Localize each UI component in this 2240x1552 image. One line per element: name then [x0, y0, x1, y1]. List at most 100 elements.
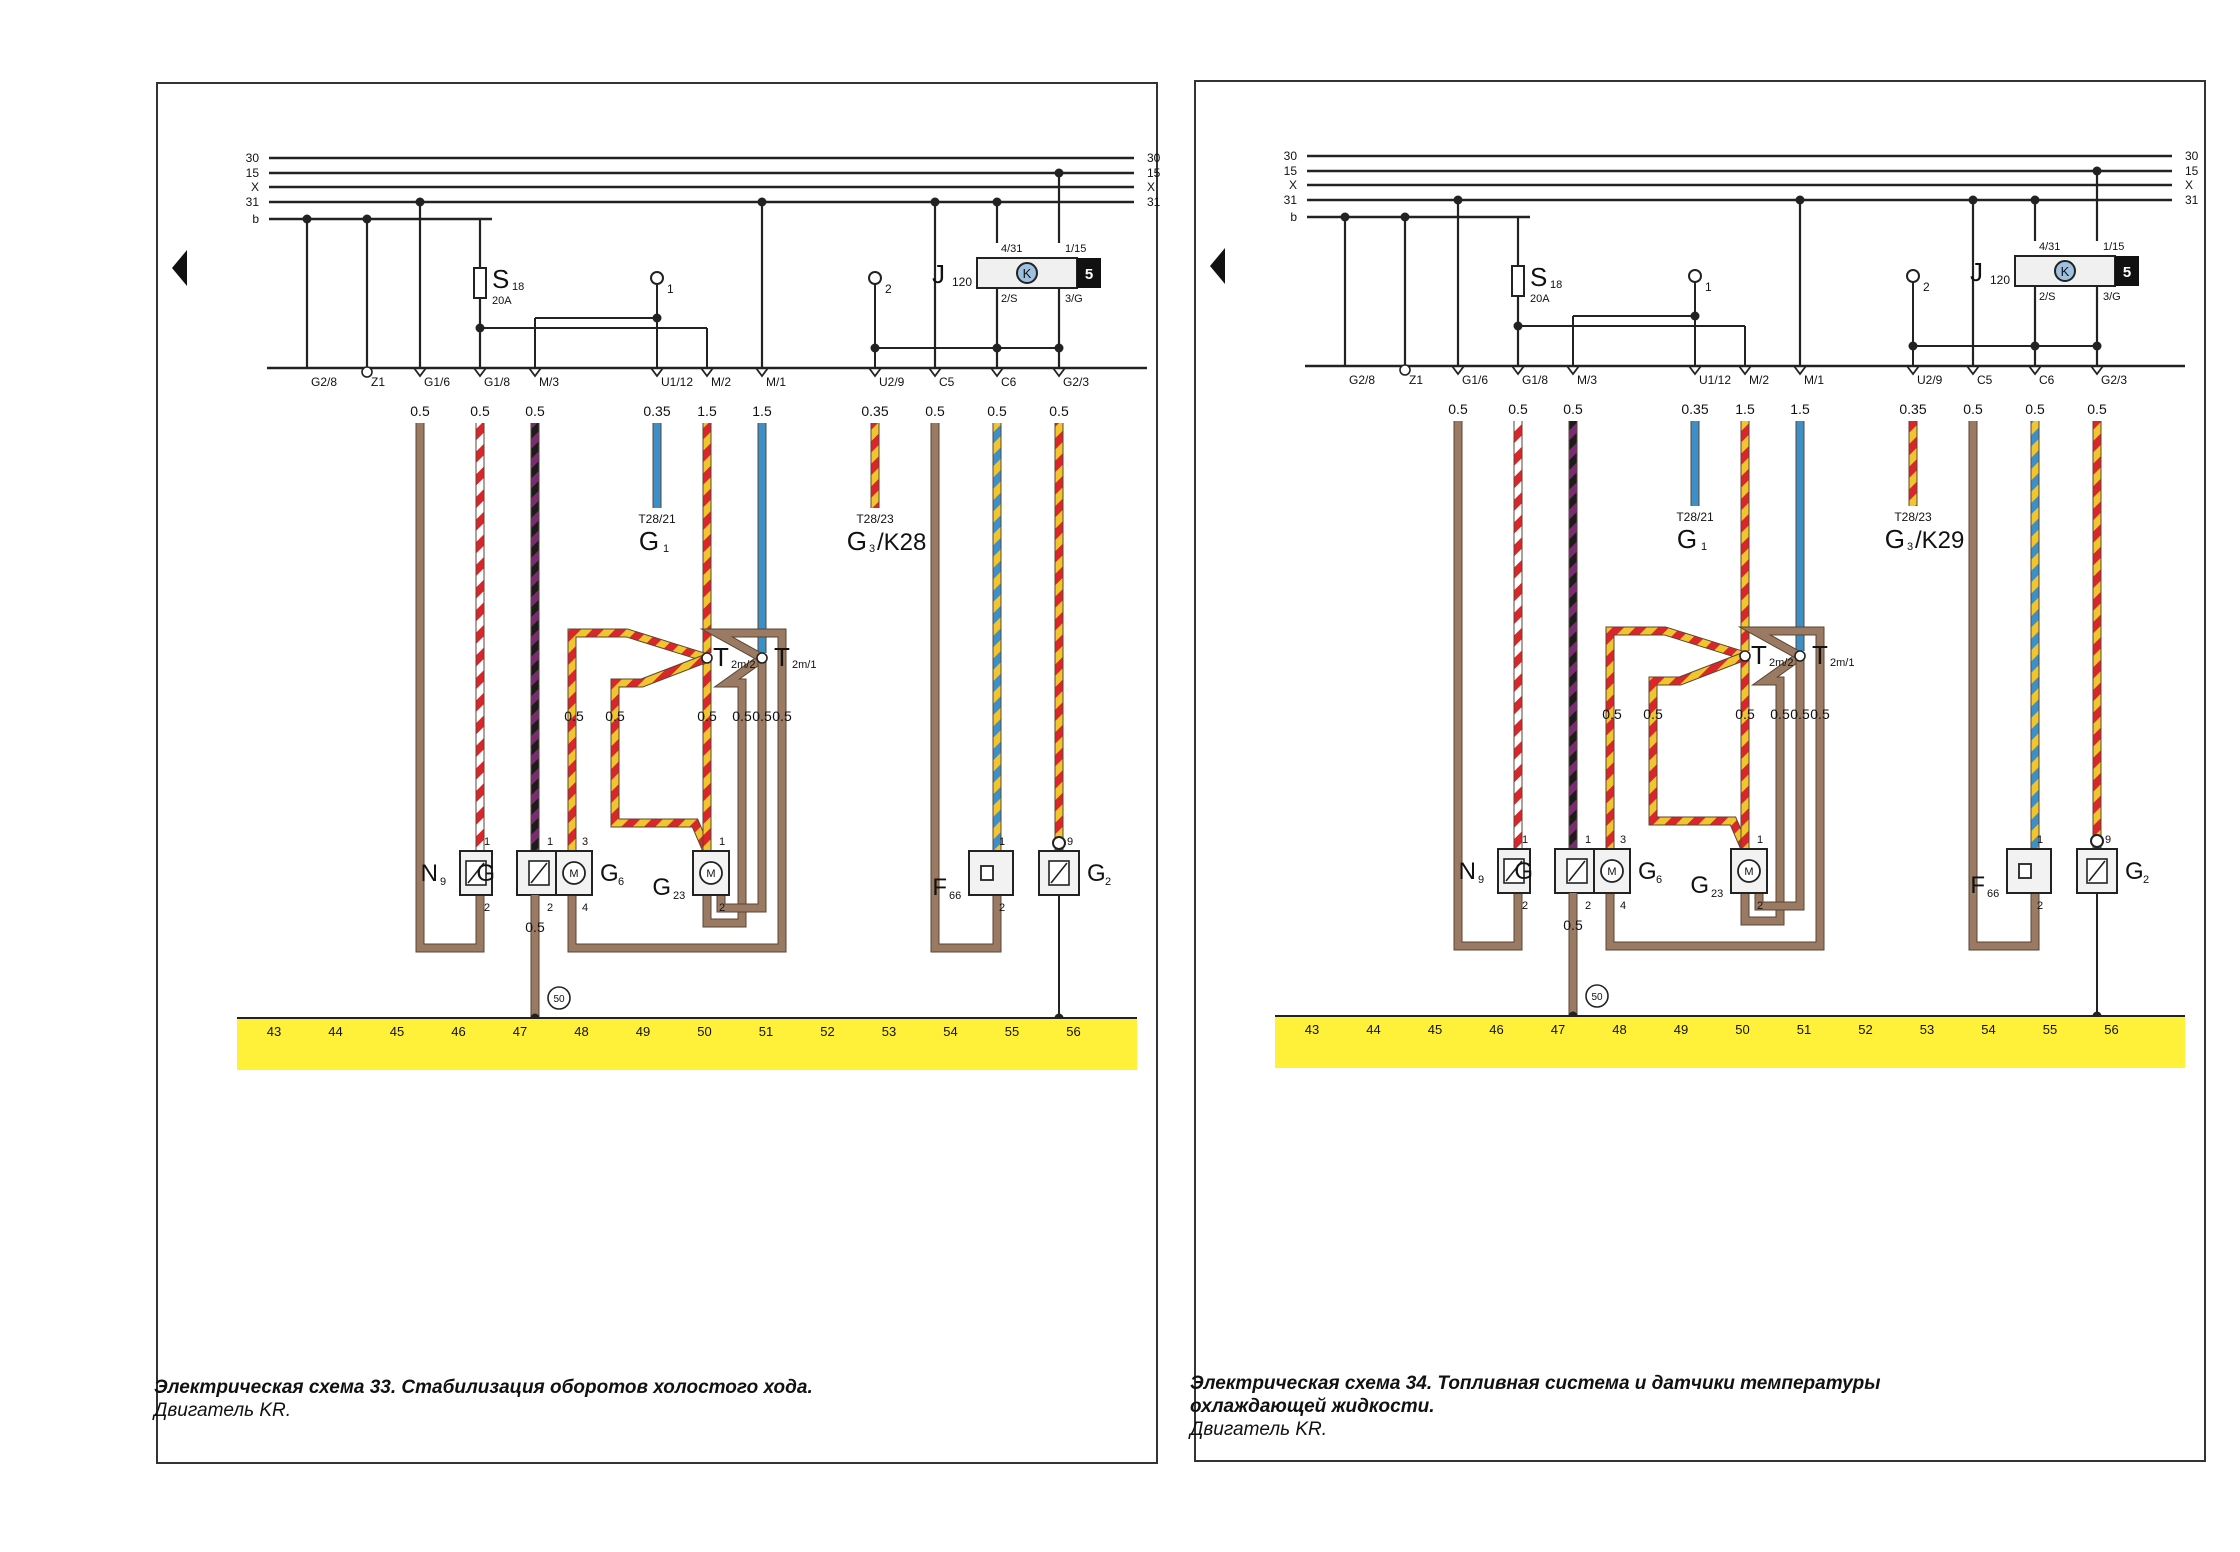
terminal-1-circle	[1688, 269, 1702, 283]
motor-icon-letter: M	[706, 868, 715, 880]
g1-name: G	[1677, 524, 1697, 554]
connector-arrow	[1738, 365, 1752, 376]
connector-label: U1/12	[661, 375, 693, 389]
bus-label-right: 15	[1147, 166, 1161, 180]
junction-t2m1-name: T	[774, 642, 790, 672]
bus-label: 15	[246, 166, 260, 180]
strip-number: 47	[1551, 1022, 1565, 1037]
relay-coil-icon	[1016, 262, 1038, 284]
component-pin: 1	[719, 836, 725, 848]
component-pin: 9	[1067, 836, 1073, 848]
bus-label-right: X	[2185, 178, 2193, 192]
wire-size: 0.5	[1049, 403, 1069, 419]
junction-t2m1-sub: 2m/1	[792, 659, 816, 671]
pressure-switch-icon	[2018, 863, 2032, 879]
connector-label: Z1	[1409, 373, 1423, 387]
g2-terminal-circle	[1052, 836, 1066, 850]
component-pin: 1	[484, 836, 490, 848]
strip-number: 55	[2043, 1022, 2057, 1037]
relay-symbol: K	[1023, 266, 1032, 281]
component-pin: 1	[1757, 834, 1763, 846]
connector-label: C5	[1977, 373, 1993, 387]
junction-t2m2-sub: 2m/2	[1769, 657, 1793, 669]
connector-label: M/3	[1577, 373, 1597, 387]
bridge-dot	[870, 343, 880, 353]
wire-size: 0.5	[525, 403, 545, 419]
component-5-box	[2076, 848, 2118, 894]
component-name: F	[1970, 872, 1985, 899]
bus-node-dot	[362, 214, 372, 224]
relay-box-tab	[1077, 258, 1101, 288]
strip-number: 53	[1920, 1022, 1934, 1037]
connector-arrow	[1966, 365, 1980, 376]
connector-label: C6	[1001, 375, 1017, 389]
component-name: N	[1459, 858, 1476, 885]
component-sub: 66	[1987, 888, 1999, 900]
bus-node-dot	[1453, 195, 1463, 205]
junction-t2m2-icon	[1739, 650, 1751, 662]
wire-g1-6	[416, 423, 484, 952]
g2-terminal-circle	[2090, 834, 2104, 848]
wire-size: 0.5	[1508, 401, 1528, 417]
wire-size: 0.5	[1448, 401, 1468, 417]
wire-loop-g6-4	[568, 629, 786, 952]
connector-label: G1/6	[424, 375, 450, 389]
component-name: G	[2125, 858, 2144, 885]
component-sub: 6	[1656, 874, 1662, 886]
sensor-diagonal-icon	[2088, 860, 2106, 882]
wire-size: 0.35	[643, 403, 670, 419]
component-pin: 2	[999, 902, 1005, 914]
bridge-dot	[1690, 311, 1700, 321]
bus-node-dot	[1054, 168, 1064, 178]
wire-size: 1.5	[697, 403, 717, 419]
connector-arrow	[1052, 367, 1066, 378]
g1-sub: 1	[1701, 541, 1707, 553]
component-pin: 1	[2037, 834, 2043, 846]
connector-arrow	[413, 367, 427, 378]
bridge-dot	[2092, 341, 2102, 351]
wire-size: 0.35	[1681, 401, 1708, 417]
wire-size: 1.5	[1735, 401, 1755, 417]
wire-size: 0.5	[925, 403, 945, 419]
bridge-dot	[1908, 341, 1918, 351]
relay-pin: 4/31	[1001, 243, 1022, 255]
bus-label-right: 31	[1147, 195, 1161, 209]
wire-c5	[931, 423, 1001, 952]
wire-size: 0.5	[410, 403, 430, 419]
connector-arrow	[650, 367, 664, 378]
wire-size: 0.5	[2025, 401, 2045, 417]
g3-name: G	[847, 526, 867, 556]
fuse-rating: 20A	[1530, 293, 1550, 305]
motor-icon	[1600, 859, 1624, 883]
bus-node-dot	[1400, 212, 1410, 222]
g3-ref: T28/23	[856, 512, 894, 526]
motor-icon-letter: M	[1607, 866, 1616, 878]
connector-label: M/1	[1804, 373, 1824, 387]
connector-arrow	[2028, 365, 2042, 376]
fuse-sub: 18	[1550, 279, 1562, 291]
connector-label: G1/8	[1522, 373, 1548, 387]
component-sub: 6	[618, 876, 624, 888]
motor-icon	[699, 861, 723, 885]
connector-arrow	[700, 367, 714, 378]
loop-wire-size: 0.5	[1770, 706, 1790, 722]
relay-sub: 120	[952, 275, 972, 289]
junction-t2m2-name: T	[713, 642, 729, 672]
component-pin: 2	[1522, 900, 1528, 912]
terminal-2-circle	[1906, 269, 1920, 283]
strip-number: 50	[1735, 1022, 1749, 1037]
connector-label: C6	[2039, 373, 2055, 387]
relay-coil-icon	[2054, 260, 2076, 282]
motor-icon	[1737, 859, 1761, 883]
wire-size: 0.5	[2087, 401, 2107, 417]
junction-t2m2-name: T	[1751, 640, 1767, 670]
strip-number: 52	[1858, 1022, 1872, 1037]
panel-frame	[156, 82, 1158, 1464]
bus-node-dot	[930, 197, 940, 207]
connector-arrow	[755, 367, 769, 378]
relay-pin: 3/G	[1065, 293, 1083, 305]
component-pin: 2	[1757, 900, 1763, 912]
pressure-switch-icon	[980, 865, 994, 881]
strip-number: 53	[882, 1024, 896, 1039]
